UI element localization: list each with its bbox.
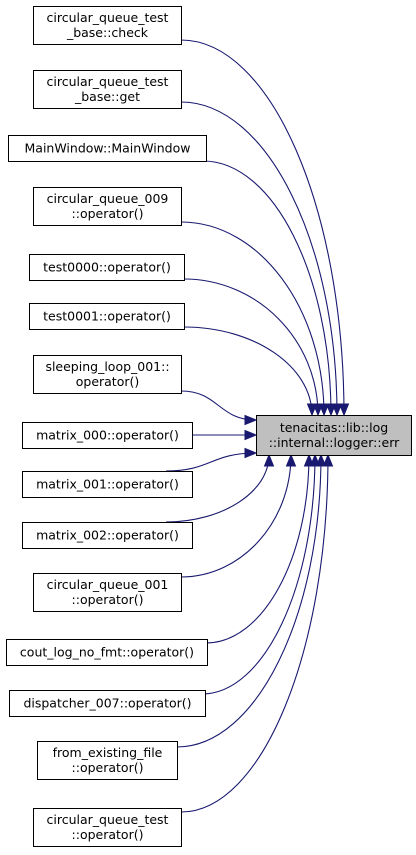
caller-node-n9[interactable]: matrix_001::operator() (22, 471, 193, 498)
call-edge (180, 454, 292, 578)
target-node[interactable]: tenacitas::lib::log::internal::logger::e… (256, 415, 412, 456)
call-edge (183, 278, 319, 416)
arrowhead-icon (306, 403, 318, 417)
caller-node-n15[interactable]: circular_queue_test::operator() (33, 808, 182, 847)
call-edge (180, 39, 345, 416)
node-label-line: test0001::operator() (43, 309, 171, 324)
caller-node-n4[interactable]: circular_queue_009::operator() (33, 187, 182, 226)
caller-node-box (22, 422, 193, 449)
caller-node-n14[interactable]: from_existing_file::operator() (37, 741, 178, 780)
call-edge (165, 454, 270, 523)
arrowhead-icon (338, 403, 350, 417)
node-label-line: _base::check (66, 25, 149, 40)
caller-node-box (33, 573, 182, 612)
caller-node-box (29, 254, 185, 281)
caller-node-n8[interactable]: matrix_000::operator() (22, 422, 193, 449)
node-label-line: ::operator() (72, 827, 144, 842)
caller-node-n10[interactable]: matrix_002::operator() (22, 522, 193, 549)
node-label-line: matrix_001::operator() (36, 477, 179, 492)
call-edge (176, 454, 322, 748)
node-label-line: test0000::operator() (43, 260, 171, 275)
arrowhead-icon (322, 453, 334, 467)
caller-node-box (33, 6, 182, 45)
arrowhead-icon (244, 447, 258, 459)
node-label-line: matrix_000::operator() (36, 428, 179, 443)
caller-node-n13[interactable]: dispatcher_007::operator() (9, 690, 206, 717)
node-label-line: sleeping_loop_001:: (45, 359, 169, 374)
caller-node-box (33, 70, 182, 109)
call-edge (180, 101, 338, 416)
arrowhead-icon (244, 414, 258, 426)
caller-node-box (8, 135, 207, 162)
call-edge (202, 160, 332, 416)
node-label-line: tenacitas::lib::log (280, 420, 388, 435)
call-edge (183, 326, 313, 416)
node-label-line: ::operator() (72, 592, 144, 607)
node-label-line: ::internal::logger::err (269, 435, 400, 450)
caller-node-n3[interactable]: MainWindow::MainWindow (8, 135, 207, 162)
caller-node-n7[interactable]: sleeping_loop_001::operator() (33, 355, 182, 394)
target-node-box (256, 415, 412, 456)
edges-group (165, 39, 350, 813)
node-label-line: MainWindow::MainWindow (25, 141, 191, 156)
caller-node-box (29, 303, 185, 330)
arrowhead-icon (325, 403, 337, 417)
caller-node-box (9, 690, 206, 717)
caller-node-n2[interactable]: circular_queue_test_base::get (33, 70, 182, 109)
node-label-line: operator() (76, 374, 140, 389)
node-label-line: _base::get (74, 89, 140, 104)
caller-node-box (33, 808, 182, 847)
node-label-line: dispatcher_007::operator() (23, 696, 191, 711)
call-edge (201, 454, 316, 695)
caller-node-box (33, 187, 182, 226)
caller-node-n12[interactable]: cout_log_no_fmt::operator() (6, 639, 208, 666)
node-label-line: circular_queue_test (47, 812, 169, 827)
call-edge (205, 454, 310, 644)
caller-node-n6[interactable]: test0001::operator() (29, 303, 185, 330)
node-label-line: circular_queue_001 (47, 577, 169, 592)
node-label-line: circular_queue_009 (47, 191, 169, 206)
call-edge (180, 454, 329, 813)
call-edge (165, 452, 257, 472)
node-label-line: circular_queue_test (47, 10, 169, 25)
caller-node-n1[interactable]: circular_queue_test_base::check (33, 6, 182, 45)
arrowhead-icon (263, 453, 275, 467)
caller-node-box (22, 471, 193, 498)
caller-node-box (6, 639, 208, 666)
caller-node-n11[interactable]: circular_queue_001::operator() (33, 573, 182, 612)
caller-node-box (33, 355, 182, 394)
call-edge (180, 221, 325, 416)
nodes-group: circular_queue_test_base::checkcircular_… (6, 6, 412, 847)
node-label-line: ::operator() (72, 760, 144, 775)
caller-node-box (22, 522, 193, 549)
arrowhead-icon (285, 453, 297, 467)
caller-node-box (37, 741, 178, 780)
arrowhead-icon (315, 453, 327, 467)
node-label-line: circular_queue_test (47, 74, 169, 89)
node-label-line: from_existing_file (53, 745, 163, 760)
node-label-line: ::operator() (72, 206, 144, 221)
arrowhead-icon (244, 429, 258, 441)
caller-node-n5[interactable]: test0000::operator() (29, 254, 185, 281)
node-label-line: matrix_002::operator() (36, 528, 179, 543)
node-label-line: cout_log_no_fmt::operator() (20, 645, 194, 660)
